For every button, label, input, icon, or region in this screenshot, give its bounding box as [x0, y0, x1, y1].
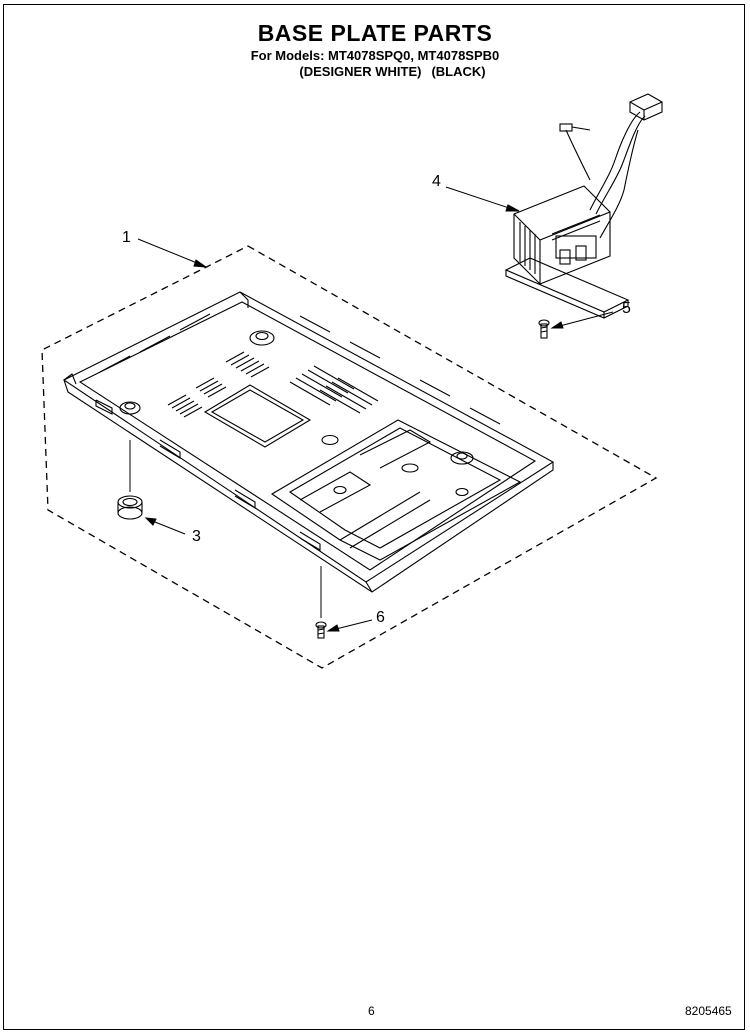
leader-6-arrow	[326, 624, 340, 632]
page-title: BASE PLATE PARTS	[257, 20, 493, 46]
screw-5	[538, 319, 550, 339]
callout-6: 6	[376, 609, 385, 626]
leader-1	[137, 238, 203, 266]
variant-designer-white: (DESIGNER WHITE)	[299, 64, 422, 79]
assembly-boundary	[41, 245, 658, 669]
leader-5-arrow	[550, 321, 564, 329]
callout-4: 4	[432, 173, 441, 190]
leader-4-arrow	[505, 204, 520, 212]
model-variants: (DESIGNER WHITE) (BLACK)	[0, 64, 750, 79]
models-line: For Models: MT4078SPQ0, MT4078SPB0	[250, 48, 500, 63]
leader-3	[149, 519, 186, 535]
leader-6	[331, 619, 373, 631]
transformer	[504, 93, 663, 319]
vent-slots-right	[289, 365, 379, 414]
vent-slots-left	[167, 377, 227, 418]
screw-6	[315, 621, 327, 639]
callout-1: 1	[122, 229, 131, 246]
leader-1-arrow	[193, 259, 208, 268]
document-number: 8205465	[685, 1004, 732, 1018]
leader-3-arrow	[144, 517, 157, 526]
stamped-panel	[270, 419, 522, 561]
leader-4	[445, 186, 516, 211]
page-border	[3, 4, 745, 1030]
callout-3: 3	[192, 528, 201, 545]
page-number: 6	[368, 1004, 375, 1018]
base-plate	[62, 291, 555, 593]
variant-black: (BLACK)	[431, 64, 486, 79]
rubber-foot	[117, 495, 143, 520]
vent-slots-top	[225, 351, 270, 378]
callout-5: 5	[622, 300, 631, 317]
